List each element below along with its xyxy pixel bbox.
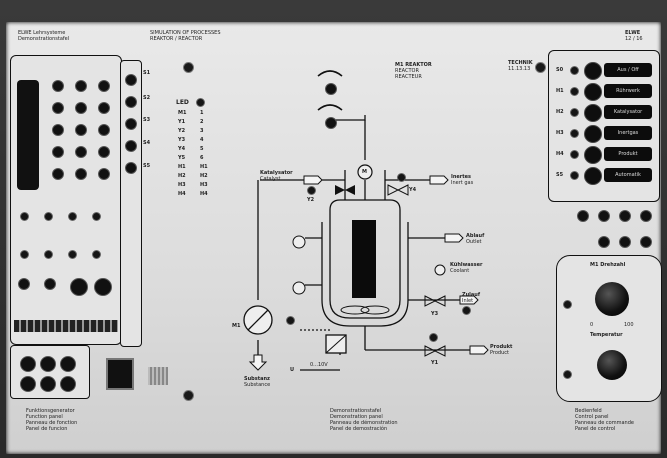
pump-jack[interactable] — [286, 316, 295, 325]
socket-jack[interactable] — [598, 210, 610, 222]
socket-jack[interactable] — [577, 210, 589, 222]
control-button[interactable] — [584, 125, 602, 143]
knob-scale-high: 100 — [624, 322, 634, 328]
valve-jack[interactable] — [429, 333, 438, 342]
control-button[interactable] — [584, 167, 602, 185]
knob-bottom-label: Temperatur — [590, 332, 623, 338]
socket-jack[interactable] — [563, 300, 572, 309]
socket-jack[interactable] — [619, 210, 631, 222]
socket-jack[interactable] — [598, 236, 610, 248]
socket-jack[interactable] — [640, 210, 652, 222]
control-label: Automatik — [604, 168, 652, 182]
control-button[interactable] — [584, 146, 602, 164]
control-label: Aus / Off — [604, 63, 652, 77]
label-inert-gas: Inert gas — [451, 180, 473, 186]
control-row-id: S0 — [556, 67, 563, 73]
valve-jack[interactable] — [397, 173, 406, 182]
label-m1: M1 — [232, 323, 240, 329]
speed-knob[interactable] — [595, 282, 629, 316]
control-label: Inertgas — [604, 126, 652, 140]
control-row-id: H3 — [556, 130, 564, 136]
socket-jack[interactable] — [619, 236, 631, 248]
label-outlet: Outlet — [466, 239, 482, 245]
motor-symbol: M — [362, 169, 367, 175]
control-button[interactable] — [584, 62, 602, 80]
indicator-lamp — [570, 66, 579, 75]
label-substance: Substance — [244, 382, 270, 388]
label-inlet: Inlet — [462, 298, 473, 304]
indicator-lamp — [570, 171, 579, 180]
indicator-lamp — [570, 87, 579, 96]
label-product: Product — [490, 350, 509, 356]
label-y3: Y3 — [431, 311, 438, 317]
label-coolant: Coolant — [450, 268, 469, 274]
control-button[interactable] — [584, 83, 602, 101]
control-label: Rührwerk — [604, 84, 652, 98]
knob-top-label: M1 Drehzahl — [590, 262, 625, 268]
control-row-id: H1 — [556, 88, 564, 94]
label-y1: Y1 — [431, 360, 438, 366]
indicator-lamp — [570, 129, 579, 138]
temperature-knob[interactable] — [597, 350, 627, 380]
valve-jack[interactable] — [307, 186, 316, 195]
control-button[interactable] — [584, 104, 602, 122]
socket-jack[interactable] — [325, 117, 337, 129]
socket-jack[interactable] — [563, 370, 572, 379]
knob-panel — [556, 255, 662, 402]
valve-jack[interactable] — [462, 306, 471, 315]
indicator-lamp — [570, 108, 579, 117]
control-label: Katalysator — [604, 105, 652, 119]
control-row-id: H4 — [556, 151, 564, 157]
label-catalyst: Catalyst — [260, 176, 281, 182]
control-label: Produkt — [604, 147, 652, 161]
label-ui: U — [290, 367, 294, 373]
knob-scale-low: 0 — [590, 322, 593, 328]
label-y2: Y2 — [307, 197, 314, 203]
socket-jack[interactable] — [325, 83, 337, 95]
control-row-id: S5 — [556, 172, 563, 178]
label-range: 0...10V — [310, 362, 328, 368]
socket-jack[interactable] — [640, 236, 652, 248]
label-y4: Y4 — [409, 187, 416, 193]
indicator-lamp — [570, 150, 579, 159]
control-row-id: H2 — [556, 109, 564, 115]
